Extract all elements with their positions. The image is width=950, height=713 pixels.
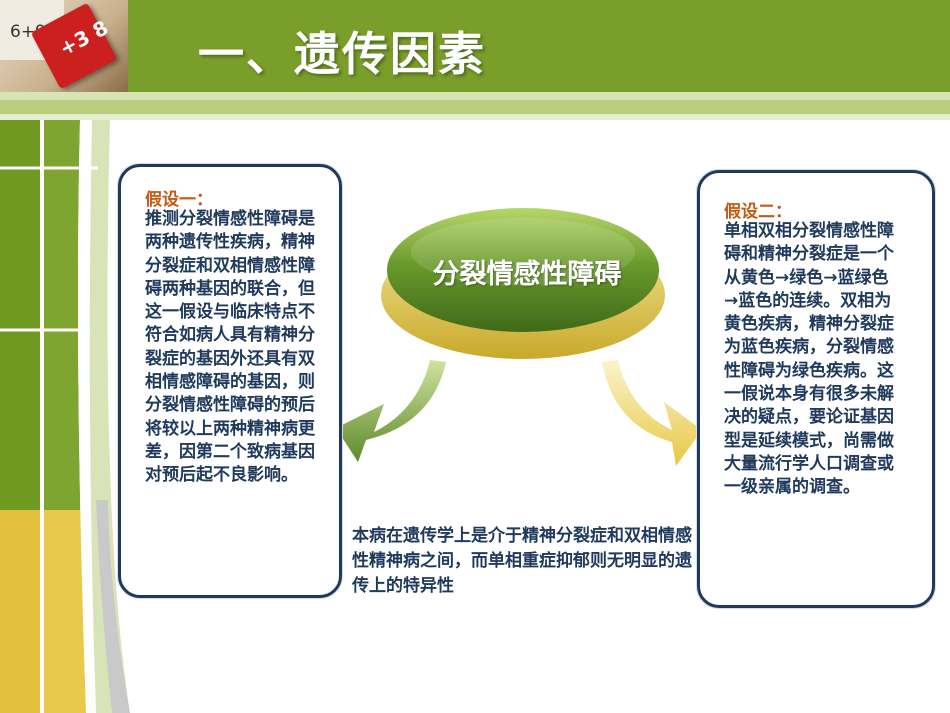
hypothesis-two-text: 单相双相分裂情感性障碍和精神分裂症是一个从黄色→绿色→蓝绿色→蓝色的连续。双相为…: [724, 221, 894, 498]
summary-text: 本病在遗传学上是介于精神分裂症和双相情感性精神病之间，而单相重症抑郁则无明显的遗…: [352, 526, 692, 596]
center-graphic: [336, 208, 702, 466]
hypothesis-one-text: 推测分裂情感性障碍是两种遗传性疾病，精神分裂症和双相情感性障碍两种基因的联合，但…: [145, 209, 315, 486]
hypothesis-two-heading: 假设二：: [724, 202, 792, 222]
center-label: 分裂情感性障碍: [432, 259, 622, 290]
header-stripe: [0, 92, 950, 100]
disk-top: [387, 208, 659, 332]
left-arrow: [336, 360, 446, 462]
hypothesis-one-box: 假设一： 推测分裂情感性障碍是两种遗传性疾病，精神分裂症和双相情感性障碍两种基因…: [118, 164, 342, 598]
hypothesis-one-heading: 假设一：: [145, 190, 213, 210]
header-stripe: [0, 100, 950, 114]
header-stripe: [0, 114, 950, 120]
right-arrow: [602, 360, 702, 466]
corner-photo: 6+9 +3 8: [0, 0, 128, 92]
header-band: [0, 0, 950, 92]
page-title: 一、遗传因素: [198, 27, 486, 81]
left-decoration: [0, 120, 130, 713]
hypothesis-two-box: 假设二： 单相双相分裂情感性障碍和精神分裂症是一个从黄色→绿色→蓝绿色→蓝色的连…: [697, 170, 935, 608]
